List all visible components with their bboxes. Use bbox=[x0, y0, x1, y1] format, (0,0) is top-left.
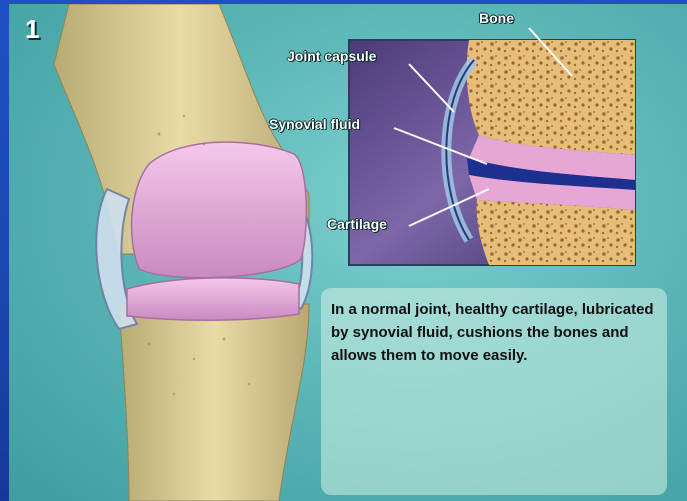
magnified-inset bbox=[349, 40, 635, 265]
step-number: 1 bbox=[25, 14, 39, 45]
illustration-panel: 1 Bone Joint capsule Synovial fluid Cart… bbox=[9, 4, 687, 501]
cartilage-label: Cartilage bbox=[327, 216, 387, 232]
description-box: In a normal joint, healthy cartilage, lu… bbox=[321, 288, 667, 495]
tibia-shape bbox=[119, 304, 309, 501]
tibial-cartilage bbox=[127, 278, 299, 320]
joint-capsule-label: Joint capsule bbox=[287, 48, 376, 64]
femoral-cartilage bbox=[132, 142, 307, 278]
description-text: In a normal joint, healthy cartilage, lu… bbox=[331, 298, 661, 367]
synovial-fluid-label: Synovial fluid bbox=[269, 116, 360, 132]
bone-label: Bone bbox=[479, 10, 514, 26]
